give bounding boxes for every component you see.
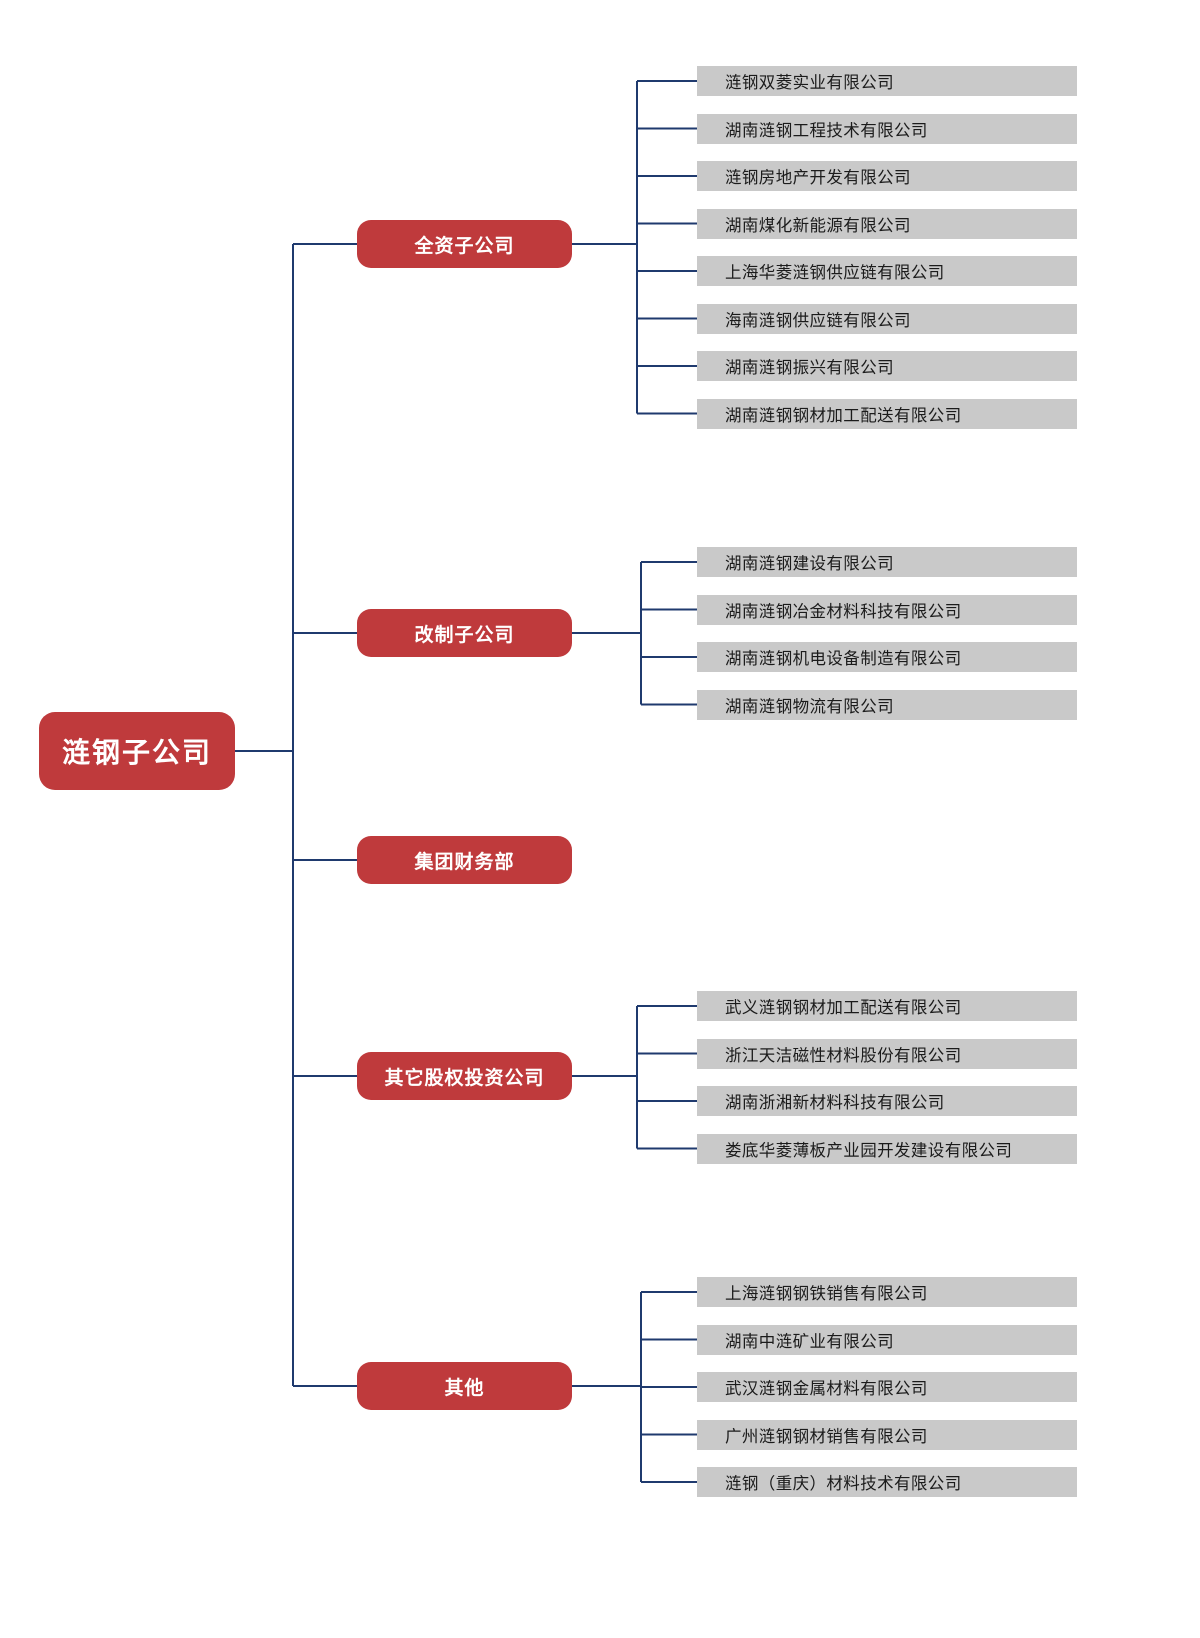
leaf-node[interactable]: 上海涟钢钢铁销售有限公司	[697, 1277, 1077, 1307]
leaf-node[interactable]: 涟钢（重庆）材料技术有限公司	[697, 1467, 1077, 1497]
leaf-node[interactable]: 湖南浙湘新材料科技有限公司	[697, 1086, 1077, 1116]
leaf-node[interactable]: 涟钢房地产开发有限公司	[697, 161, 1077, 191]
branch-node-3[interactable]: 集团财务部	[357, 836, 572, 884]
leaf-node[interactable]: 广州涟钢钢材销售有限公司	[697, 1419, 1077, 1450]
leaf-node[interactable]: 湖南涟钢机电设备制造有限公司	[697, 642, 1077, 672]
branch-node-2[interactable]: 改制子公司	[357, 609, 572, 657]
leaf-node[interactable]: 湖南涟钢振兴有限公司	[697, 351, 1077, 381]
branch-node-4[interactable]: 其它股权投资公司	[357, 1052, 572, 1100]
leaf-node[interactable]: 湖南涟钢钢材加工配送有限公司	[697, 398, 1077, 429]
branch-node-5[interactable]: 其他	[357, 1362, 572, 1410]
leaf-node[interactable]: 武义涟钢钢材加工配送有限公司	[697, 991, 1077, 1021]
leaf-node[interactable]: 湖南涟钢物流有限公司	[697, 689, 1077, 720]
leaf-node[interactable]: 上海华菱涟钢供应链有限公司	[697, 256, 1077, 286]
leaf-node[interactable]: 娄底华菱薄板产业园开发建设有限公司	[697, 1133, 1077, 1164]
leaf-node[interactable]: 湖南煤化新能源有限公司	[697, 208, 1077, 239]
leaf-node[interactable]: 湖南涟钢冶金材料科技有限公司	[697, 594, 1077, 625]
leaf-node[interactable]: 武汉涟钢金属材料有限公司	[697, 1372, 1077, 1402]
leaf-node[interactable]: 湖南涟钢工程技术有限公司	[697, 113, 1077, 144]
leaf-node[interactable]: 涟钢双菱实业有限公司	[697, 66, 1077, 96]
leaf-node[interactable]: 湖南中涟矿业有限公司	[697, 1324, 1077, 1355]
leaf-node[interactable]: 海南涟钢供应链有限公司	[697, 303, 1077, 334]
leaf-node[interactable]: 浙江天洁磁性材料股份有限公司	[697, 1038, 1077, 1069]
leaf-node[interactable]: 湖南涟钢建设有限公司	[697, 547, 1077, 577]
root-node[interactable]: 涟钢子公司	[39, 712, 235, 790]
branch-node-1[interactable]: 全资子公司	[357, 220, 572, 268]
